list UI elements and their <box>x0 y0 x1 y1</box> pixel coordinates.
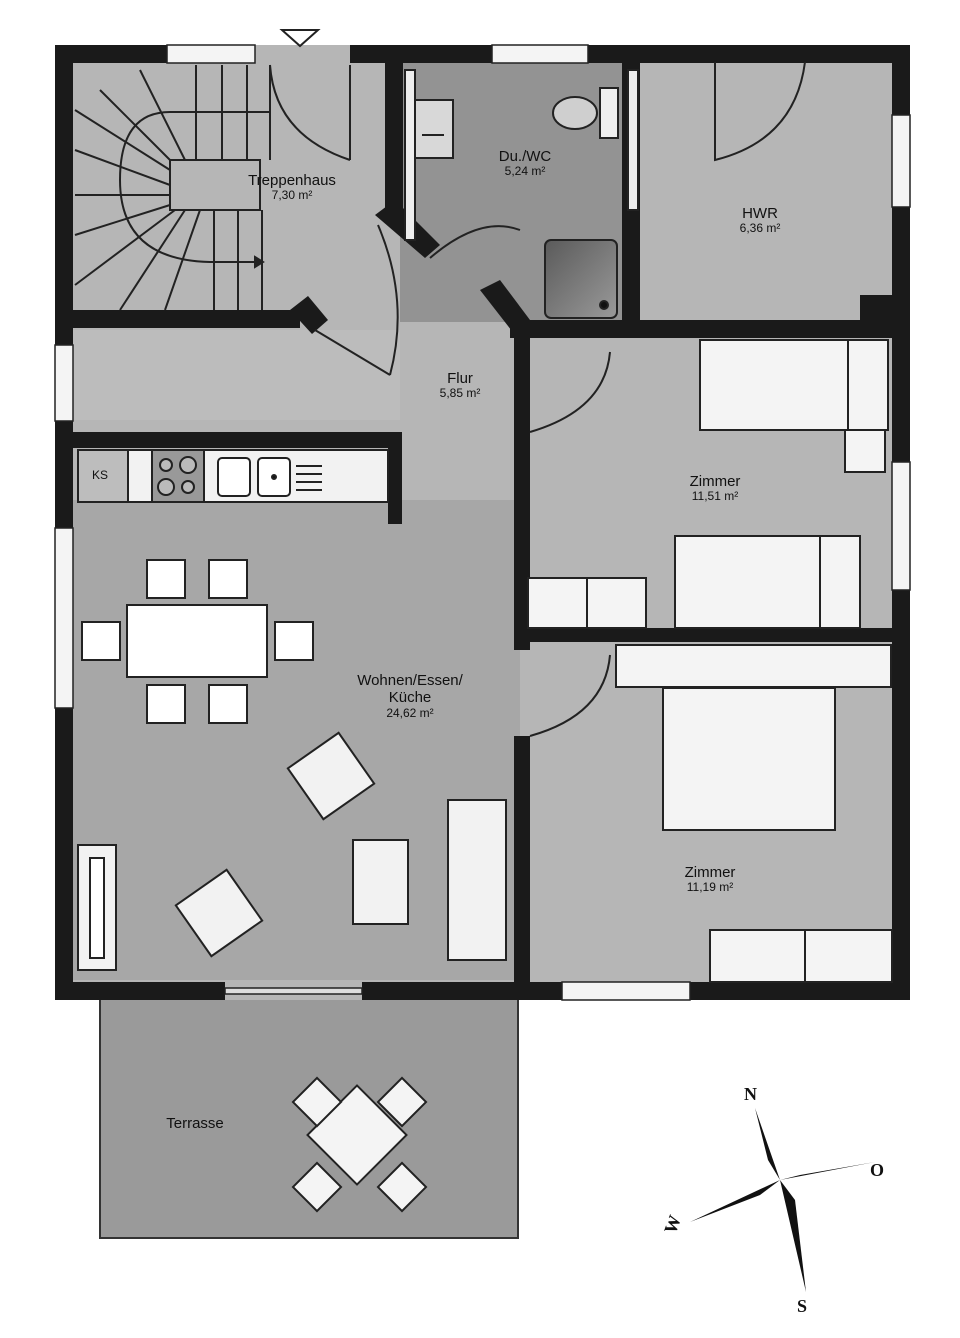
terrace-furniture <box>291 1076 428 1213</box>
compass-east: O <box>870 1160 885 1180</box>
bedroom-2-furniture <box>615 644 893 983</box>
room-label-treppenhaus: Treppenhaus 7,30 m² <box>248 172 336 203</box>
room-label-terrasse: Terrasse <box>166 1115 224 1132</box>
windows <box>54 44 911 1001</box>
room-label-du-wc: Du./WC 5,24 m² <box>498 148 552 179</box>
dining-set <box>81 559 314 724</box>
compass-north: N <box>744 1084 757 1104</box>
doors <box>314 61 806 737</box>
room-label-hwr: HWR 6,36 m² <box>739 205 781 236</box>
compass-rose <box>690 1108 875 1292</box>
living-furniture <box>77 731 507 971</box>
bedroom-1-furniture <box>527 339 889 629</box>
kitchen-counter <box>77 449 389 503</box>
entrance-marker <box>279 29 321 48</box>
compass-south: S <box>797 1296 808 1316</box>
staircase <box>74 64 351 311</box>
room-label-zimmer-2: Zimmer 11,19 m² <box>684 864 736 895</box>
bathroom-fixtures <box>404 69 639 319</box>
room-label-wohnen: Wohnen/Essen/ Küche 24,62 m² <box>357 672 463 720</box>
fridge-label: KS <box>92 468 109 482</box>
room-label-flur: Flur 5,85 m² <box>439 370 481 401</box>
room-label-zimmer-1: Zimmer 11,51 m² <box>689 473 741 504</box>
